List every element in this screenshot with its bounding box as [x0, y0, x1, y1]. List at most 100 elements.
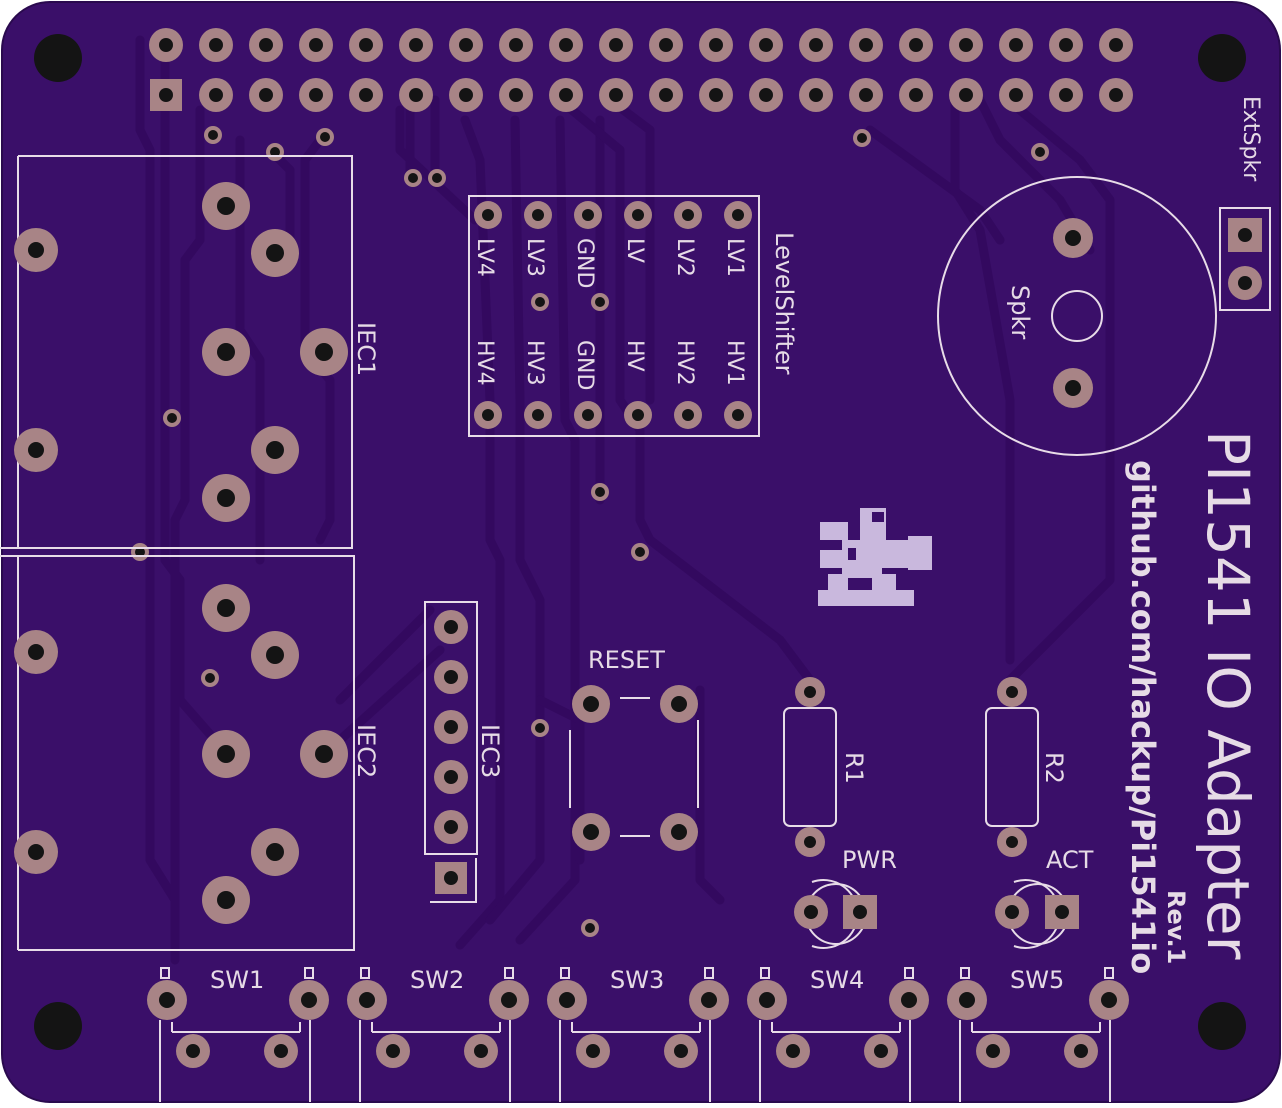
led-act [995, 879, 1079, 949]
switch-pad-hole [586, 1044, 600, 1058]
r2-label: R2 [1040, 752, 1068, 784]
pwr-label: PWR [842, 846, 897, 874]
din-pads [14, 182, 348, 924]
switch-mark [304, 967, 314, 979]
gpio-pad-hole [609, 88, 623, 102]
gpio-pad-hole [409, 38, 423, 52]
level-shifter-pad-hole [682, 409, 694, 421]
gpio-pad-hole [359, 88, 373, 102]
switch-pad-hole [186, 1044, 200, 1058]
via-hole [595, 297, 605, 307]
gpio-pad-hole [1109, 88, 1123, 102]
level-shifter-pin-label-bottom: HV4 [472, 340, 497, 386]
switch-outline [959, 1020, 1111, 1102]
gpio-pad-hole [1059, 38, 1073, 52]
sw1-label: SW1 [210, 966, 264, 994]
gpio-pad-hole [159, 38, 173, 52]
level-shifter-pad-hole [682, 209, 694, 221]
vias [131, 126, 1049, 937]
gpio-pad-hole [309, 88, 323, 102]
switch-mark [360, 967, 370, 979]
switch-outline [771, 1022, 901, 1033]
switch-pad-hole [359, 992, 375, 1008]
switch-pad-hole [874, 1044, 888, 1058]
gpio-pad-hole [709, 88, 723, 102]
via-hole [535, 297, 545, 307]
sw5-label: SW5 [1010, 966, 1064, 994]
level-shifter-pad-hole [532, 409, 544, 421]
gpio-pad-hole [209, 38, 223, 52]
iec3-pad-hole [444, 720, 458, 734]
gpio-pad-hole [809, 88, 823, 102]
level-shifter-pad-hole [582, 209, 594, 221]
level-shifter-pad-hole [632, 209, 644, 221]
via-hole [135, 547, 145, 557]
r1-label: R1 [840, 752, 868, 784]
gpio-pad-hole [309, 38, 323, 52]
switch-mark [1104, 967, 1114, 979]
gpio-pad-hole [1009, 88, 1023, 102]
iec3-label: IEC3 [476, 724, 504, 778]
act-label: ACT [1046, 846, 1094, 874]
gpio-pad-hole [409, 88, 423, 102]
gpio-pad-hole [959, 88, 973, 102]
switch-pad-hole [1074, 1044, 1088, 1058]
level-shifter-pin-label-bottom: HV [622, 340, 647, 372]
silkscreen-text: PI1541 IO Adapter github.com/hackup/Pi15… [210, 96, 1263, 994]
switch-pad-hole [386, 1044, 400, 1058]
reset-button-outline [569, 697, 699, 837]
level-shifter-pin-label-top: GND [572, 238, 597, 288]
din-pin-pad-hole [217, 489, 235, 507]
board-revision: Rev.1 [1162, 890, 1190, 964]
iec1-label: IEC1 [352, 322, 380, 376]
level-shifter-pin-label-bottom: GND [572, 340, 597, 390]
switch-outline [359, 1020, 511, 1102]
switch-outline [759, 1020, 911, 1102]
via-hole [585, 923, 595, 933]
via-hole [408, 173, 418, 183]
gpio-pad-hole [809, 38, 823, 52]
switch-pad-hole [901, 992, 917, 1008]
iec3-pad-hole [444, 770, 458, 784]
spkr-label: Spkr [1006, 285, 1034, 339]
din-pin-pad-hole [266, 646, 284, 664]
switch-mark [904, 967, 914, 979]
gpio-pad-hole [859, 88, 873, 102]
gpio-pad-hole [659, 38, 673, 52]
via-hole [635, 547, 645, 557]
iec3-pad-1-hole [444, 871, 458, 885]
switch-pad-hole [786, 1044, 800, 1058]
level-shifter-pin-label-top: LV3 [522, 238, 547, 277]
switch-mark [704, 967, 714, 979]
switches [147, 967, 1129, 1102]
switch-pad-hole [959, 992, 975, 1008]
level-shifter-pin-label-bottom: HV3 [522, 340, 547, 386]
iec3-pads [434, 610, 468, 894]
iec2-connector [0, 555, 355, 951]
din-pin-pad-hole [217, 891, 235, 909]
sw4-label: SW4 [810, 966, 864, 994]
iec3-pad-hole [444, 670, 458, 684]
traces [135, 35, 1115, 965]
gpio-pad-hole [1009, 38, 1023, 52]
switch-pad-hole [674, 1044, 688, 1058]
switch-outline [159, 1020, 311, 1102]
gpio-pad-hole [759, 38, 773, 52]
level-shifter-pad-hole [532, 209, 544, 221]
led-pwr [794, 879, 877, 949]
switch-pad-hole [474, 1044, 488, 1058]
gpio-pad-hole [509, 38, 523, 52]
gpio-pad-hole [559, 88, 573, 102]
gpio-pad-hole [909, 88, 923, 102]
level-shifter-pad-hole [632, 409, 644, 421]
switch-outline [371, 1022, 501, 1033]
switch-mark [160, 967, 170, 979]
gpio-pad-hole [1059, 88, 1073, 102]
din-pin-pad-hole [266, 244, 284, 262]
level-shifter-pad-hole [732, 209, 744, 221]
pixel-runner-mascot-icon [818, 508, 932, 606]
iec2-label: IEC2 [352, 724, 380, 778]
gpio-pad-hole [709, 38, 723, 52]
